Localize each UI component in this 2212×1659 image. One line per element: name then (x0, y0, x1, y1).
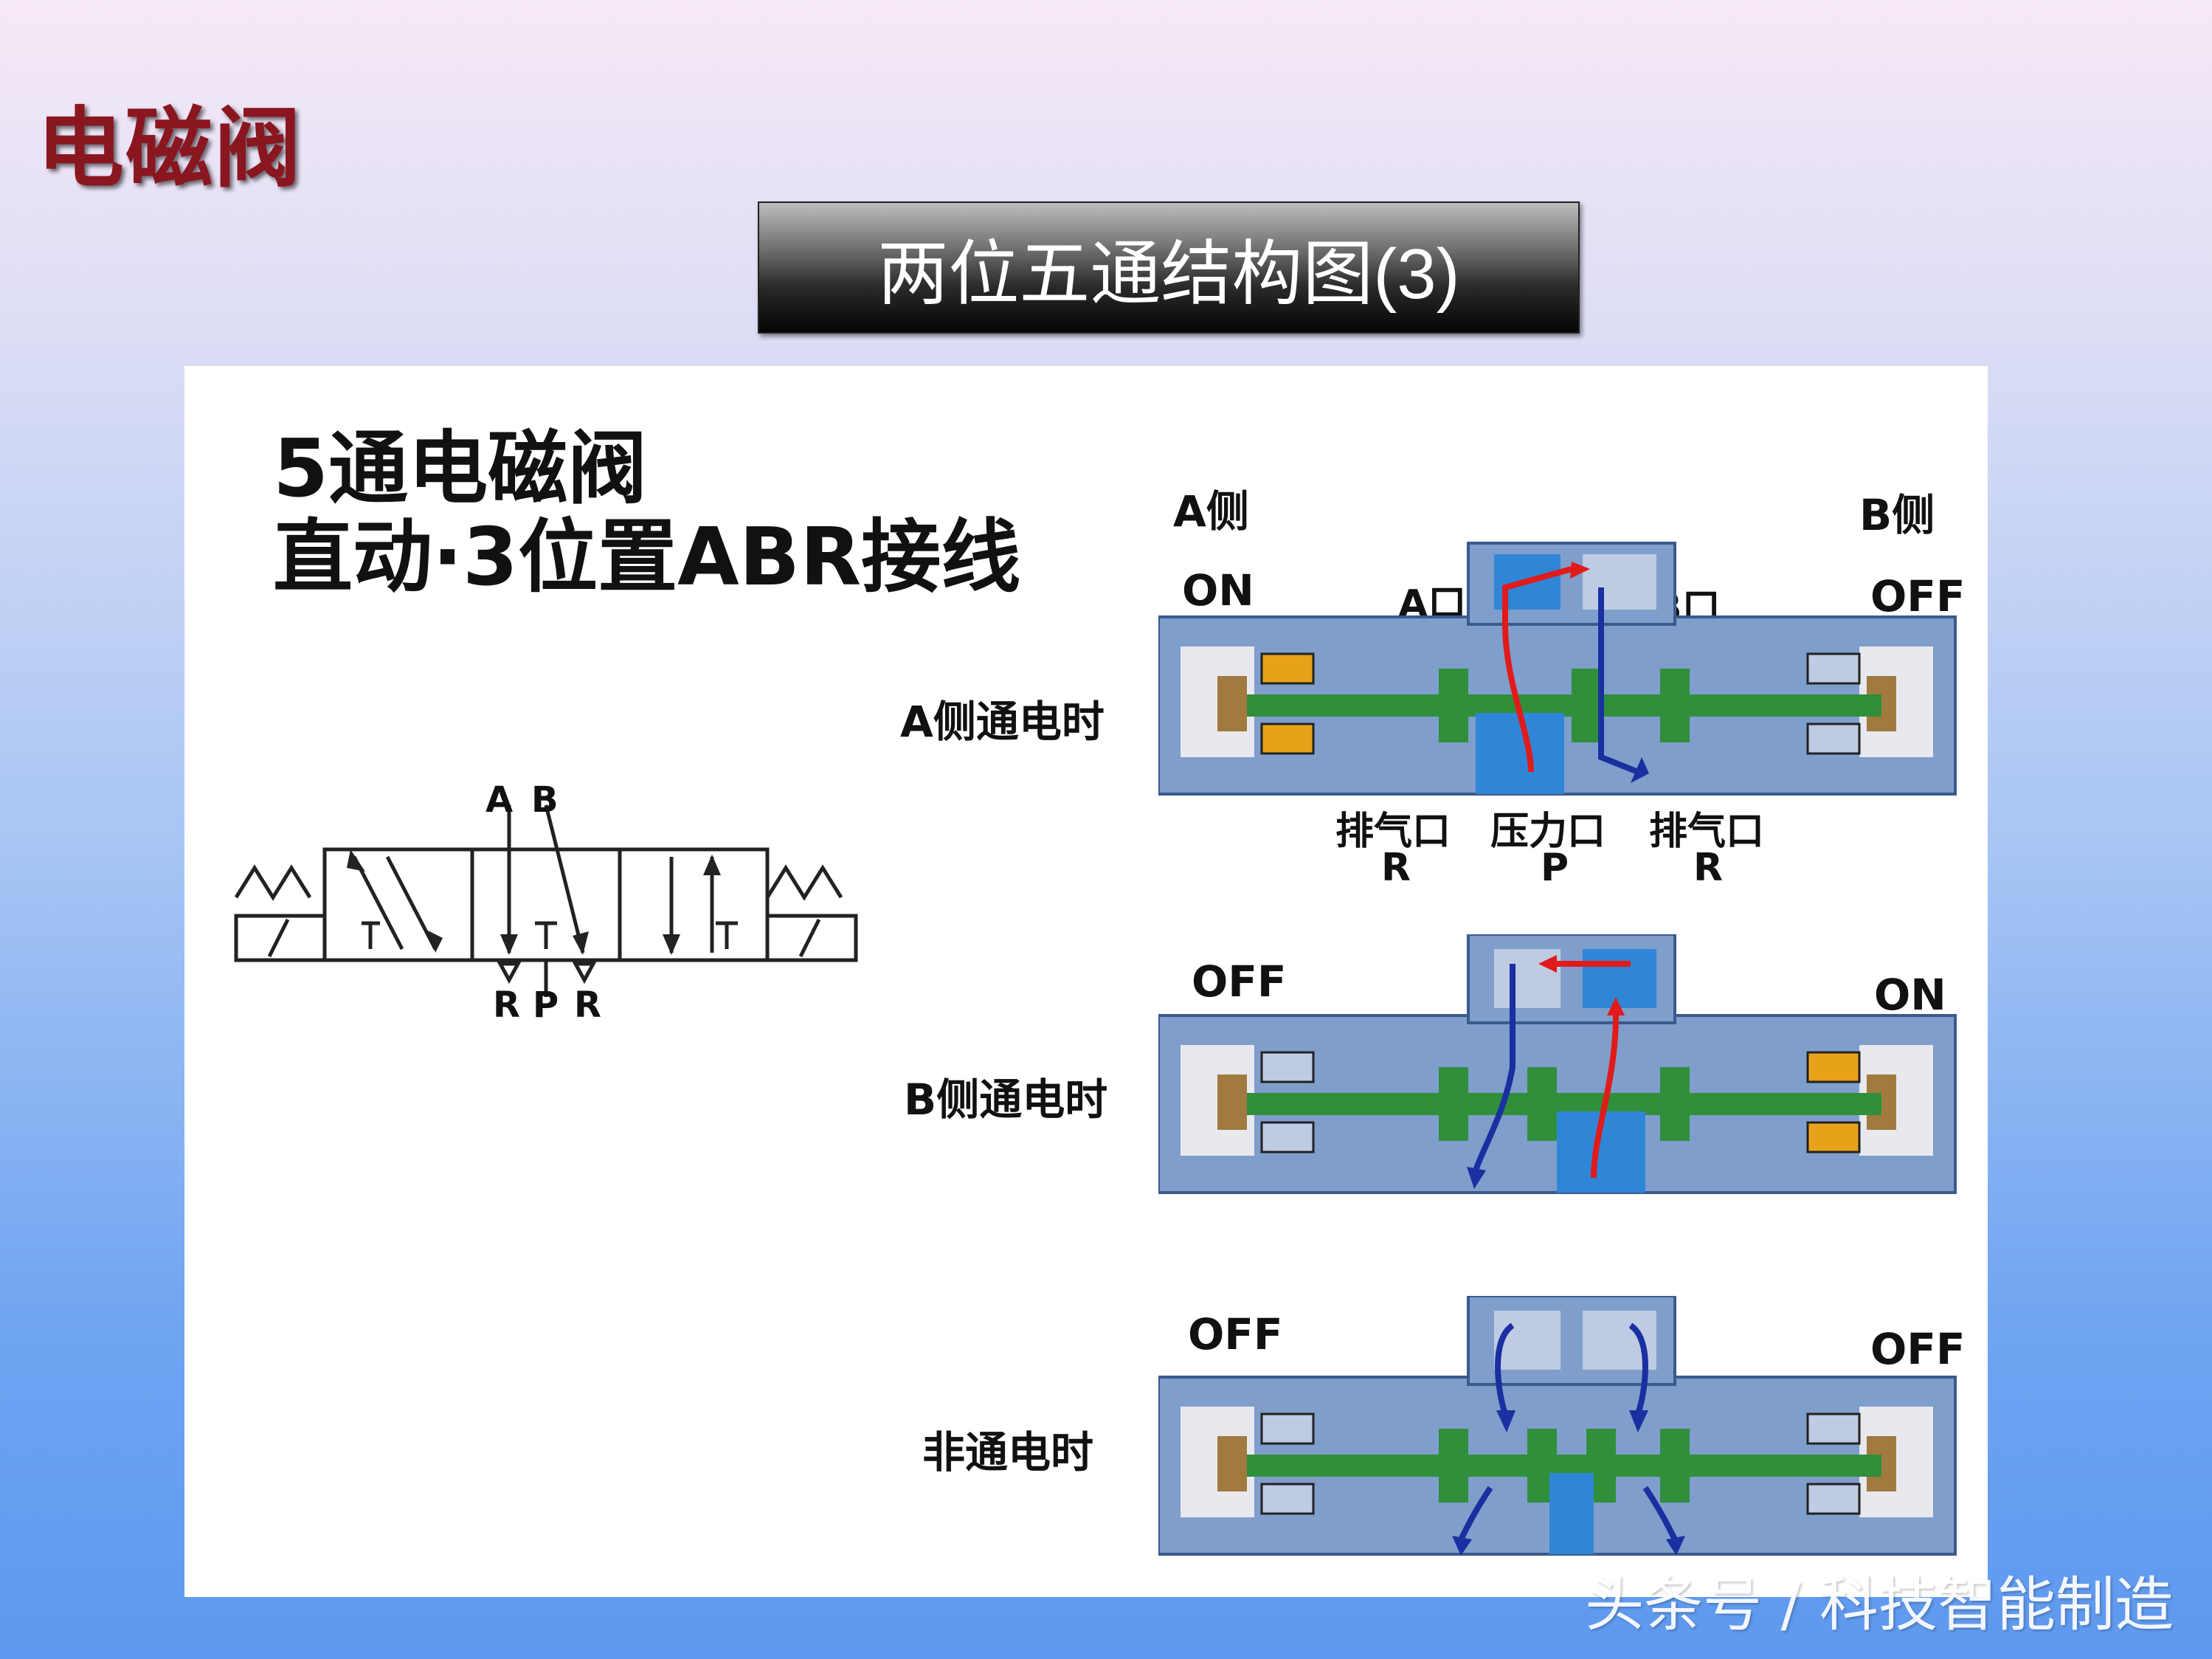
bottom-port-1-name: 排气口 (1335, 810, 1451, 854)
valve-symbol (234, 804, 858, 997)
bottom-port-3-code: R (1693, 846, 1724, 890)
bottom-port-2-code: P (1541, 846, 1569, 890)
symbol-port-a: A (485, 779, 514, 821)
diagram-panel: 5通电磁阀 直动·3位置ABR接线 (184, 366, 1988, 1597)
side-a-label: A侧 (1173, 486, 1249, 537)
state-2-right: ON (1874, 970, 1946, 1020)
heading-line1: 5通电磁阀 (273, 423, 648, 515)
state-2-left: OFF (1192, 956, 1287, 1007)
banner-title: 两位五通结构图(3) (758, 201, 1580, 334)
bottom-port-2-name: 压力口 (1490, 810, 1606, 854)
bottom-port-3-name: 排气口 (1649, 810, 1765, 854)
state-3-right: OFF (1870, 1324, 1966, 1374)
valve-state-2 (1158, 934, 1957, 1194)
valve-state-1 (1158, 542, 1957, 796)
state-1-label: A侧通电时 (900, 697, 1105, 747)
bottom-port-1-code: R (1381, 846, 1411, 890)
state-3-label: 非通电时 (922, 1427, 1094, 1477)
slide-title: 电磁阀 (37, 97, 303, 199)
symbol-port-r1: R (493, 984, 520, 1026)
symbol-port-b: B (531, 779, 559, 821)
symbol-port-p: P (533, 984, 559, 1026)
valve-state-3 (1158, 1296, 1957, 1556)
state-3-left: OFF (1188, 1309, 1283, 1359)
state-1-right: OFF (1870, 571, 1966, 621)
watermark: 头条号 / 科技智能制造 (1585, 1570, 2174, 1639)
state-2-label: B侧通电时 (904, 1075, 1108, 1125)
heading-line2: 直动·3位置ABR接线 (273, 511, 1021, 604)
state-1-left: ON (1182, 565, 1254, 615)
side-b-label: B侧 (1859, 490, 1935, 540)
symbol-port-r2: R (574, 984, 601, 1026)
